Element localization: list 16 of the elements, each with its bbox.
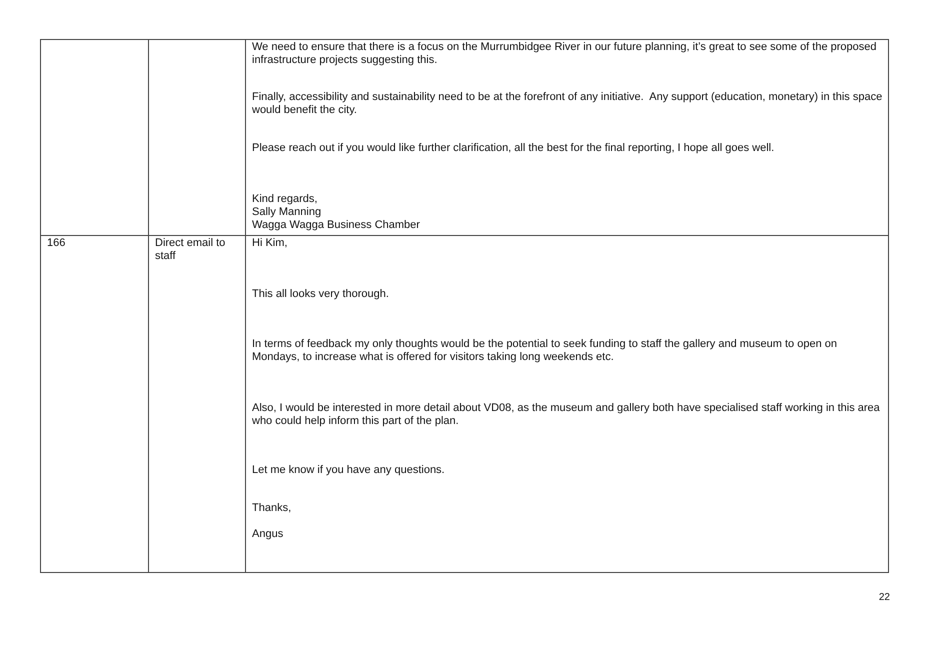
response-paragraph: Let me know if you have any questions. xyxy=(252,464,446,477)
submission-source: Direct email to staff xyxy=(155,237,226,263)
sign-off-text: Thanks, xyxy=(252,502,292,515)
response-paragraph: This all looks very thorough. xyxy=(252,288,390,301)
sign-off-text: Kind regards, xyxy=(252,193,318,206)
signature-name: Sally Manning xyxy=(252,206,322,219)
page-number: 22 xyxy=(878,591,890,604)
greeting-text: Hi Kim, xyxy=(252,237,288,250)
signature-name: Angus xyxy=(252,528,284,541)
response-paragraph: We need to ensure that there is a focus on the Murrumbidgee River in our future planning, it’s great to see some of the proposed infrastructure projects suggesting this. xyxy=(252,41,878,67)
response-paragraph: Also, I would be interested in more detail about VD08, as the museum and gallery both have specialised staff working in this area who could help inform this part of the plan. xyxy=(252,402,881,428)
submission-number: 166 xyxy=(47,237,66,250)
response-paragraph: Please reach out if you would like further clarification, all the best for the final reporting, I hope all goes well. xyxy=(252,142,776,155)
response-paragraph: Finally, accessibility and sustainability need to be at the forefront of any initiative. Any support (education, monetary) in this space would benefit the city. xyxy=(252,91,884,117)
response-paragraph: In terms of feedback my only thoughts would be the potential to seek funding to staff the gallery and museum to open on Mondays, to increase what is offered for visitors taking long weekends etc. xyxy=(252,338,838,364)
organisation-name: Wagga Wagga Business Chamber xyxy=(252,219,421,232)
